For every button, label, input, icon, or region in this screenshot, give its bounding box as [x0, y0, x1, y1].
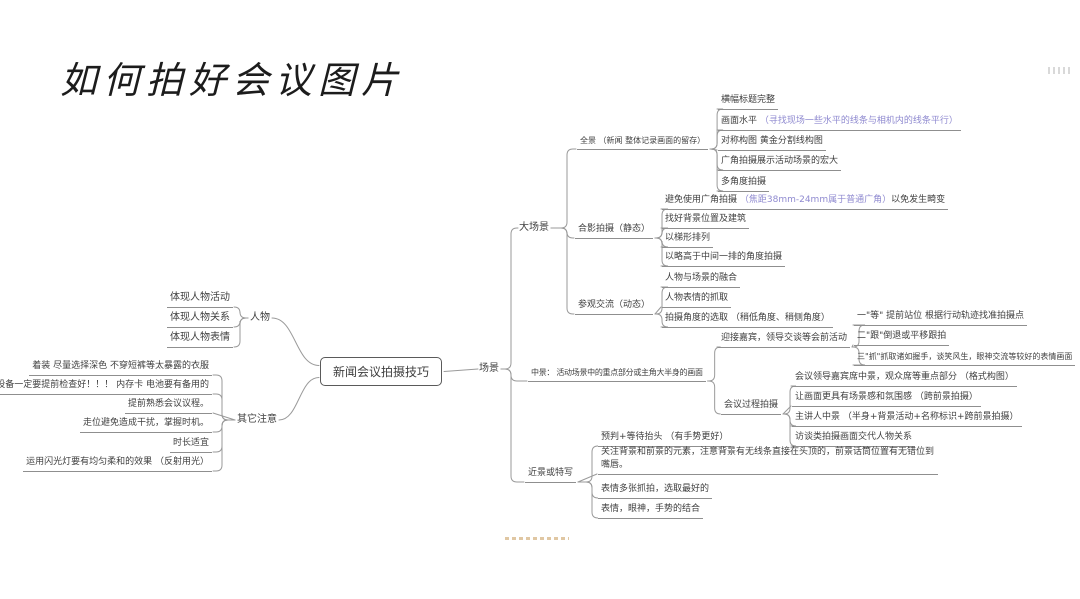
topic-closeup[interactable]: 近景或特写: [525, 467, 577, 483]
connector: [212, 374, 236, 421]
connector: [271, 317, 320, 366]
topic-banner-complete[interactable]: 横幅标题完整: [718, 94, 779, 110]
topic-interview-relations[interactable]: 访谈类拍摄画面交代人物关系: [792, 431, 916, 447]
connector: [212, 419, 236, 433]
topic-vip-seats-medium[interactable]: 会议领导嘉宾席中景，观众席等重点部分 （格式构图）: [792, 371, 1017, 387]
topic-big-scene[interactable]: 大场景: [519, 222, 549, 233]
connector: [654, 306, 662, 315]
topic-capture-expressions[interactable]: 三"抓"抓取诸如握手，谈笑风生，眼神交流等较好的表情画面: [854, 350, 1076, 366]
connector: [233, 317, 249, 328]
connector: [233, 317, 249, 348]
connector: [278, 377, 320, 421]
topic-trapezoid-arrangement[interactable]: 以梯形排列: [662, 232, 714, 248]
connector: [212, 393, 236, 421]
topic-pre-meeting-activities[interactable]: 迎接嘉宾，领导交谈等会前活动: [718, 332, 851, 348]
topic-visit-exchange-dynamic[interactable]: 参观交流（动态）: [575, 299, 654, 315]
connector: [500, 227, 519, 370]
topic-panorama[interactable]: 全景 （新闻 整体记录画面的留存）: [577, 134, 709, 150]
connector: [500, 368, 525, 483]
branch-people[interactable]: 人物: [250, 312, 270, 323]
topic-multi-angle[interactable]: 多角度拍摄: [718, 176, 770, 192]
topic-duration[interactable]: 时长适宜: [169, 437, 212, 453]
topic-frame-level[interactable]: 画面水平 （寻找现场一些水平的线条与相机内的线条平行）: [718, 115, 961, 131]
topic-text-note: （寻找现场一些水平的线条与相机内的线条平行）: [759, 116, 958, 126]
topic-wide-angle-grand[interactable]: 广角拍摄展示活动场景的宏大: [718, 155, 842, 171]
corner-watermark: [1048, 67, 1070, 74]
connector: [709, 148, 718, 151]
topic-expression-eye-gesture[interactable]: 表情，眼神，手势的结合: [598, 503, 704, 519]
topic-people-scene-fusion[interactable]: 人物与场景的融合: [662, 272, 741, 288]
topic-expression-capture[interactable]: 人物表情的抓取: [662, 292, 732, 308]
connector: [212, 419, 236, 453]
branch-scene[interactable]: 场景: [479, 363, 499, 374]
topic-shoot-above-middle-row[interactable]: 以略高于中间一排的角度拍摄: [662, 251, 786, 267]
connector: [233, 306, 249, 319]
topic-show-people-expressions[interactable]: 体现人物表情: [167, 331, 233, 348]
topic-wait-position[interactable]: 一"等" 提前站位 根据行动轨迹找准拍摄点: [854, 310, 1028, 326]
connector: [577, 481, 599, 519]
topic-scene-atmosphere[interactable]: 让画面更具有场景感和氛围感 （跨前景拍摄）: [792, 391, 981, 407]
connector: [577, 445, 599, 483]
connector: [577, 481, 599, 499]
connector: [550, 148, 577, 229]
connector: [707, 346, 721, 382]
topic-know-agenda[interactable]: 提前熟悉会议议程。: [124, 398, 212, 414]
connector: [707, 380, 721, 415]
topic-show-people-relations[interactable]: 体现人物关系: [167, 311, 233, 328]
page-title: 如何拍好会议图片: [60, 59, 404, 102]
topic-anticipate-head-up[interactable]: 预判+等待抬头 （有手势更好）: [598, 431, 732, 447]
topic-group-photo-static[interactable]: 合影拍摄（静态）: [575, 223, 654, 239]
topic-meeting-process[interactable]: 会议过程拍摄: [721, 399, 782, 415]
connector: [550, 227, 575, 315]
topic-text: 画面水平: [721, 116, 760, 126]
central-topic[interactable]: 新闻会议拍摄技巧: [320, 357, 443, 386]
topic-background-position[interactable]: 找好背景位置及建筑: [662, 213, 750, 229]
topic-text: 以免发生畸变: [891, 195, 946, 205]
topic-show-people-activity[interactable]: 体现人物活动: [167, 291, 233, 308]
connector: [550, 227, 575, 239]
topic-background-foreground-elements[interactable]: 关注背景和前景的元素，注意背景有无线条直接在头顶的，前景话筒位置有无错位到嘴唇。: [598, 446, 938, 475]
connector: [851, 344, 854, 348]
topic-dress-code[interactable]: 着装 尽量选择深色 不穿短裤等太暴露的衣服: [29, 360, 212, 376]
topic-speaker-medium-shot[interactable]: 主讲人中景 （半身+背景活动+名称标识+跨前景拍摄）: [792, 411, 1022, 427]
topic-multiple-snapshots[interactable]: 表情多张抓拍，选取最好的: [598, 483, 713, 499]
topic-angle-selection[interactable]: 拍摄角度的选取 （稍低角度、稍侧角度）: [662, 312, 833, 328]
branch-other-notes[interactable]: 其它注意: [237, 414, 277, 425]
topic-flash-usage[interactable]: 运用闪光灯要有均匀柔和的效果 （反射用光）: [23, 456, 212, 472]
topic-medium-shot[interactable]: 中景： 活动场景中的重点部分或主角大半身的画面: [528, 366, 706, 382]
connector: [782, 405, 792, 415]
connector: [577, 473, 598, 483]
connector: [212, 419, 236, 472]
watermark: [505, 537, 569, 540]
topic-symmetric-composition[interactable]: 对称构图 黄金分割线构图: [718, 135, 826, 151]
topic-text: 避免使用广角拍摄: [665, 195, 740, 205]
connector: [500, 368, 528, 382]
topic-positioning-timing[interactable]: 走位避免造成干扰，掌握时机。: [79, 417, 212, 433]
connector: [212, 412, 236, 421]
topic-avoid-wide-angle[interactable]: 避免使用广角拍摄 （焦距38mm-24mm属于普通广角）以免发生畸变: [662, 194, 949, 210]
topic-follow-shot[interactable]: 二"跟"倒退或平移跟拍: [854, 330, 950, 346]
topic-text-note: （焦距38mm-24mm属于普通广角）: [739, 195, 892, 205]
topic-equipment-check[interactable]: 设备一定要提前检查好！！！ 内存卡 电池要有备用的: [0, 379, 212, 395]
connector: [443, 368, 479, 372]
